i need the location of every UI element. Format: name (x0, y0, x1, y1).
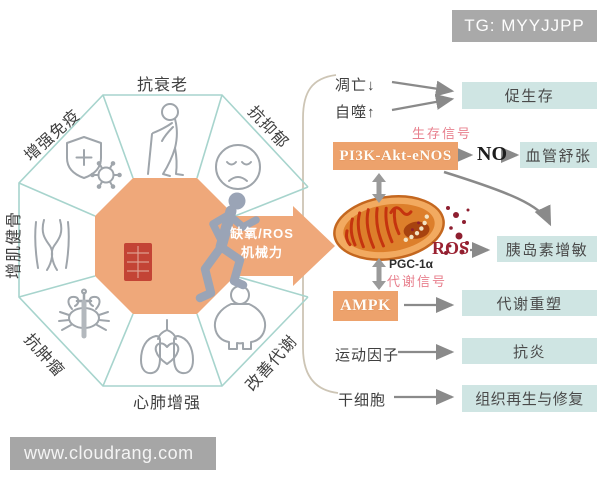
ros-particles (444, 206, 470, 255)
pi3k-akt-enos-box: PI3K-Akt-eNOS (333, 142, 458, 170)
anti-inflammation-box: 抗炎 (462, 338, 597, 364)
watermark-bar: www.cloudrang.com (10, 437, 216, 470)
stimulus-mechanical-force: 机械力 (240, 245, 283, 260)
arrow-autophagy-to-prosurvival (391, 93, 455, 112)
vasodilation-box: 血管舒张 (520, 142, 597, 168)
metabolic-signal-label: 代谢信号 (387, 274, 448, 289)
arrow-apoptosis-to-prosurvival (391, 80, 455, 97)
double-arrow-pi3k-mito (372, 173, 386, 203)
no-label: NO (477, 143, 507, 165)
stimulus-hypoxia-ros: 缺氧/ROS (230, 226, 294, 241)
heart-lungs-icon (140, 319, 194, 375)
tissue-repair-box: 组织再生与修复 (462, 385, 597, 412)
apoptosis-label: 凋亡↓ (335, 77, 376, 94)
benefit-label-muscle-bone: 增肌健骨 (6, 211, 23, 280)
elderly-icon (147, 103, 184, 177)
ampk-box: AMPK (333, 291, 398, 321)
sad-face-icon (215, 144, 261, 190)
autophagy-label: 自噬↑ (335, 104, 376, 121)
mitochondrion-illustration (333, 195, 470, 261)
ros-label: ROS (432, 238, 470, 258)
octagon-outline (18, 94, 309, 387)
insulin-sensitization-box: 胰岛素增敏 (497, 236, 597, 262)
pro-survival-box: 促生存 (462, 82, 597, 109)
stem-cells-label: 干细胞 (338, 392, 387, 409)
double-arrow-mito-ampk (372, 258, 386, 290)
survival-signal-label: 生存信号 (412, 126, 473, 141)
myokines-label: 运动因子 (335, 347, 400, 364)
exercise-octagon-arrow-shape (95, 178, 335, 314)
seal-stamp (124, 243, 152, 281)
benefit-label-cardio: 心肺增强 (133, 395, 202, 412)
joint-icon (34, 219, 70, 271)
metabolic-remodeling-box: 代谢重塑 (462, 290, 597, 316)
arrow-pi3k-to-insulin (443, 170, 552, 227)
shield-virus-icon (66, 136, 122, 189)
runner-silhouette (195, 192, 260, 303)
crab-sword-icon (58, 288, 110, 339)
tg-badge: TG: MYYJJPP (452, 10, 597, 42)
octagon-fill-patch (235, 216, 293, 276)
benefit-label-anti-aging: 抗衰老 (137, 77, 189, 94)
pgc1a-label: PGC-1α (389, 257, 434, 271)
obese-person-icon (213, 285, 267, 350)
